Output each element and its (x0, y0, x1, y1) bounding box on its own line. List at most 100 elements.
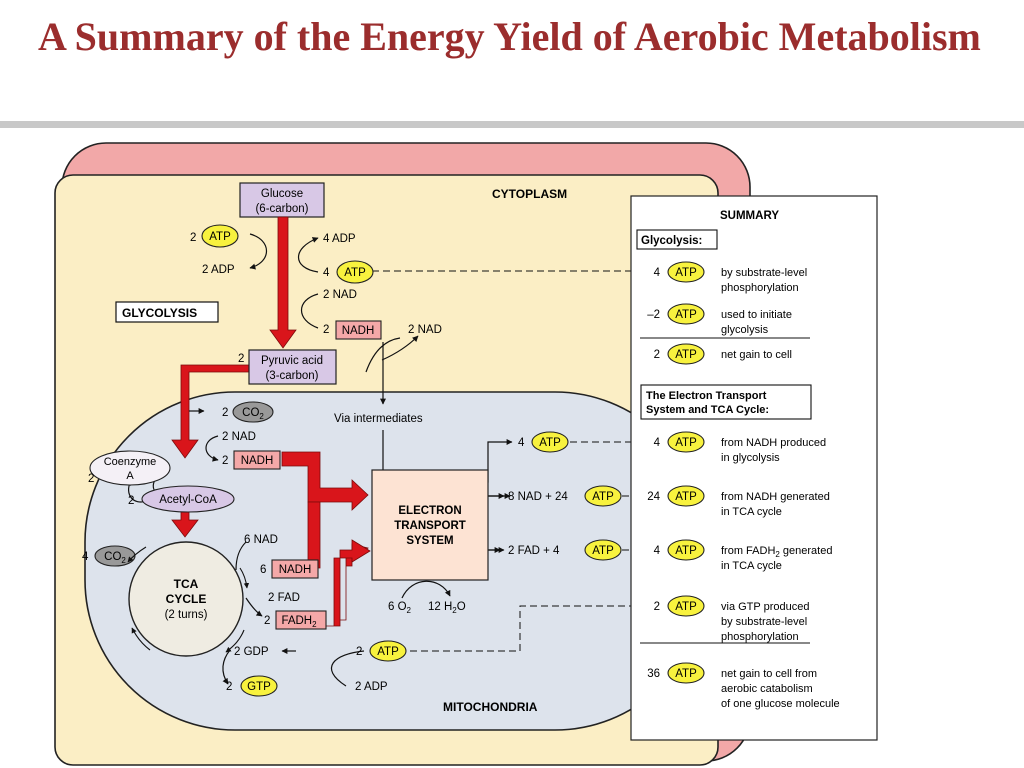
nad-out-label: 2 NAD (408, 324, 442, 336)
summary-atp-badge (667, 539, 705, 561)
svg-text:12 H2O: 12 H2O (428, 601, 466, 615)
acetyl-coa-oval (141, 485, 235, 513)
fad-label: 2 FAD (268, 592, 300, 604)
summary-atp-badge (667, 485, 705, 507)
summary-row-line1: from NADH produced (721, 437, 826, 449)
fadh-riser-arrow (326, 539, 371, 627)
title-divider (0, 121, 1024, 128)
glucose-carbon-label: (6-carbon) (255, 203, 308, 215)
atp-label: ATP (209, 231, 231, 243)
pyruvic-label: Pyruvic acid (261, 355, 323, 367)
pyruvic-count: 2 (238, 353, 244, 365)
glucose-to-pyruvate-arrow (269, 216, 297, 349)
fadh-badge: FADH2 (275, 610, 327, 630)
ets-output-3: 2 FAD + 4 (508, 545, 560, 557)
cytoplasm-label: CYTOPLASM (492, 187, 567, 201)
atp-label: ATP (675, 491, 697, 503)
fadh-label: FADH (281, 615, 312, 627)
atp-label: ATP (675, 601, 697, 613)
glycolysis-heading-box (636, 229, 718, 250)
fadh-subscript: 2 (775, 550, 780, 559)
ets-atp-badge-2: ATP (584, 485, 622, 507)
ets-output-2: 8 NAD + 24 (508, 491, 568, 503)
nad-in-label: 2 NAD (323, 289, 357, 301)
summary-atp-badge (667, 343, 705, 365)
atp-in-badge: ATP (201, 224, 239, 248)
summary-row-line2: by substrate-level (721, 616, 807, 628)
atp-count-gtp: 2 (356, 646, 362, 658)
nadh-glyco-count: 2 (323, 324, 329, 336)
summary-row-count: 4 (654, 437, 661, 449)
main-flow-arrows (171, 216, 371, 627)
summary-row-count: 4 (654, 267, 661, 279)
summary-row-count: 2 (654, 601, 660, 613)
glycolysis-label: GLYCOLYSIS (122, 306, 197, 320)
nadh-label: NADH (241, 455, 274, 467)
tca-turns-label: (2 turns) (165, 609, 208, 621)
atp-label: ATP (344, 267, 366, 279)
summary-row-count: 2 (654, 349, 660, 361)
nad-label-2: 6 NAD (244, 534, 278, 546)
summary-row-count: 36 (647, 668, 660, 680)
summary-row-line2: aerobic catabolism (721, 683, 813, 695)
svg-text:6 O2: 6 O2 (388, 601, 412, 615)
gtp-count: 2 (226, 681, 232, 693)
acetyl-to-tca-arrow (171, 511, 199, 538)
ets-atp-badge-3: ATP (584, 539, 622, 561)
electron-transport-box (371, 469, 489, 581)
atp-in-count: 2 (190, 232, 196, 244)
atp-label: ATP (675, 349, 697, 361)
ets-label-2: TRANSPORT (394, 520, 466, 532)
atp-out-count: 4 (323, 267, 330, 279)
svg-text:CO2: CO2 (104, 551, 126, 565)
adp-label: 2 ADP (355, 681, 388, 693)
summary-row-line1: net gain to cell (721, 349, 792, 361)
tca-label: TCA (174, 577, 199, 591)
fadh-text: from FADH (721, 545, 775, 557)
glucose-box (239, 182, 325, 218)
nadh-to-ets-arrow (281, 451, 369, 511)
summary-row-line1: from FADH2 generated (721, 545, 832, 559)
glycolysis-label-box (115, 301, 219, 323)
summary-atp-badge (667, 303, 705, 325)
co2-count-2: 4 (82, 551, 89, 563)
summary-row-count: –2 (647, 309, 660, 321)
summary-panel (630, 195, 878, 741)
summary-row-line1: used to initiate (721, 309, 792, 321)
co2-badge-2: CO2 (94, 545, 136, 567)
nadh-badge-1: NADH (233, 450, 281, 470)
summary-atp-badge (667, 431, 705, 453)
oxygen-label: 6 O (388, 601, 407, 613)
gtp-badge: GTP (240, 675, 278, 697)
atp-out-badge: ATP (336, 260, 374, 284)
nadh-badge-2: NADH (271, 559, 319, 579)
coenzyme-a-oval (89, 450, 171, 486)
co2-badge-1: CO2 (232, 401, 274, 423)
ets-atp-badge-1: ATP (531, 431, 569, 453)
svg-text:CO2: CO2 (242, 407, 264, 421)
co2-subscript: 2 (121, 556, 126, 565)
atp-label: ATP (592, 545, 614, 557)
summary-row-line2: in glycolysis (721, 452, 780, 464)
glycolysis-heading: Glycolysis: (641, 235, 702, 247)
ets-label-3: SYSTEM (406, 535, 453, 547)
ets-heading-2: System and TCA Cycle: (646, 404, 769, 416)
summary-row-line2: glycolysis (721, 324, 769, 336)
atp-label: ATP (675, 545, 697, 557)
coenzyme-count: 2 (88, 473, 94, 485)
fadh-count: 2 (264, 615, 270, 627)
summary-row-count: 4 (654, 545, 661, 557)
summary-row-line1: from NADH generated (721, 491, 830, 503)
adp-out-label: 2 ADP (202, 264, 235, 276)
summary-row-line2: in TCA cycle (721, 506, 782, 518)
tca-cycle-label: CYCLE (166, 592, 207, 606)
nadh-count-1: 2 (222, 455, 228, 467)
summary-row: 2 ATP net gain to cell (654, 343, 792, 365)
tca-cycle (128, 541, 244, 657)
